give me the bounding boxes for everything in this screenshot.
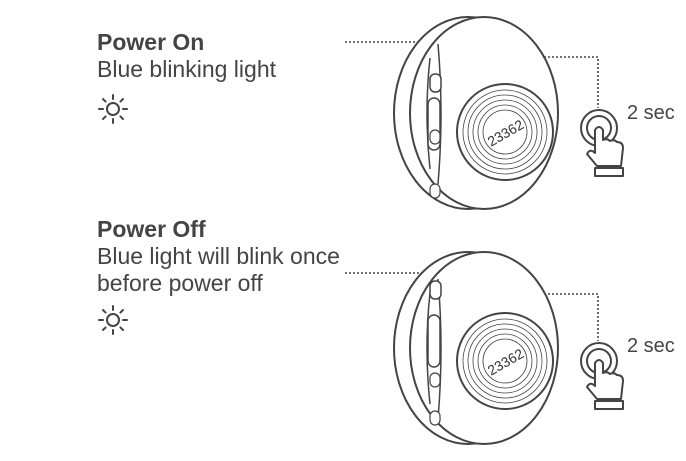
headphone-earcup: 23362	[393, 251, 559, 445]
light-blink-icon	[98, 94, 128, 124]
leader-lines	[345, 272, 599, 341]
headphone-earcup: 23362	[393, 16, 559, 210]
power-on-section: Power On Blue blinking light	[0, 0, 686, 230]
power-button[interactable]	[429, 280, 442, 300]
light-blink-icon	[98, 305, 128, 335]
press-duration-label: 2 sec	[627, 335, 675, 357]
power-off-section: Power Off Blue light will blink once bef…	[0, 216, 686, 446]
press-duration-label: 2 sec	[627, 102, 675, 124]
power-off-description-line-2: before power off	[97, 270, 263, 296]
power-on-description: Blue blinking light	[97, 56, 277, 82]
power-off-description-line-1: Blue light will blink once	[97, 243, 340, 269]
power-off-title: Power Off	[97, 216, 206, 242]
finger-press-icon	[580, 342, 624, 410]
finger-press-icon	[580, 109, 624, 177]
volume-rocker[interactable]	[427, 314, 441, 368]
power-button[interactable]	[429, 73, 442, 93]
power-on-title: Power On	[97, 29, 205, 55]
